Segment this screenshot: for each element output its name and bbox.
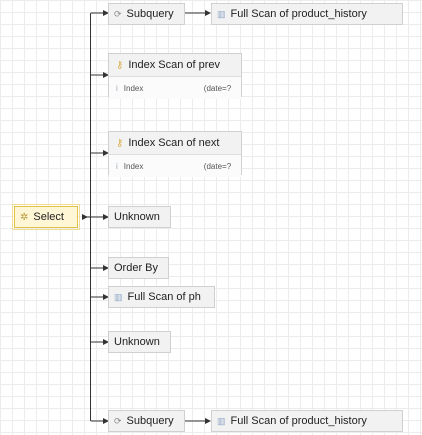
order-by-node[interactable]: Order By [108,257,169,279]
arrowhead [103,214,109,220]
subquery-node-bottom[interactable]: ⟳ Subquery [108,410,185,432]
index-scan-prev-row: i Index (date=? [109,77,241,99]
order-by-node-label: Order By [114,262,159,274]
table-icon: ▥ [217,415,226,426]
unknown-node-2-label: Unknown [114,336,160,348]
full-scan-node-bottom-label: Full Scan of product_history [230,415,367,427]
full-scan-node-top[interactable]: ▥ Full Scan of product_history [211,3,403,25]
full-scan-node-top-label: Full Scan of product_history [230,8,367,20]
index-scan-next-row-value: (date=? [203,161,232,171]
connector-trunk [90,419,103,422]
index-scan-prev-title: Index Scan of prev [128,59,221,71]
unknown-node-1[interactable]: Unknown [108,206,171,228]
index-scan-prev-card[interactable]: ⚷ Index Scan of prev i Index (date=? [108,53,242,99]
key-icon: ⚷ [116,137,124,149]
unknown-node-2[interactable]: Unknown [108,331,171,353]
subquery-icon: ⟳ [114,8,122,19]
arrowhead [103,265,109,271]
full-scan-ph-node[interactable]: ▥ Full Scan of ph [108,286,215,308]
index-scan-prev-row-key: Index [123,83,144,93]
arrowhead [103,10,109,16]
index-scan-next-row-key: Index [123,161,144,171]
index-scan-next-row: i Index (date=? [109,155,241,177]
subquery-node-top[interactable]: ⟳ Subquery [108,3,185,25]
index-scan-next-header: ⚷ Index Scan of next [109,132,241,155]
table-icon: ▥ [217,8,226,19]
arrowhead [82,214,88,220]
unknown-node-1-label: Unknown [114,211,160,223]
arrowhead [205,10,211,16]
arrowhead [205,418,211,424]
select-node-label: Select [33,211,64,223]
select-node[interactable]: ✲ Select [12,204,80,230]
subquery-node-top-label: Subquery [126,8,174,20]
arrowhead [103,294,109,300]
full-scan-node-bottom[interactable]: ▥ Full Scan of product_history [211,410,403,432]
connector-trunk [90,12,103,15]
info-icon: i [116,83,118,93]
arrowhead [103,72,109,78]
index-scan-prev-row-value: (date=? [203,83,232,93]
subquery-icon: ⟳ [114,415,122,426]
table-icon: ▥ [114,291,123,302]
arrowhead [103,418,109,424]
info-icon: i [116,161,118,171]
full-scan-ph-node-label: Full Scan of ph [127,291,201,303]
index-scan-prev-header: ⚷ Index Scan of prev [109,54,241,77]
arrowhead [103,150,109,156]
index-scan-next-card[interactable]: ⚷ Index Scan of next i Index (date=? [108,131,242,177]
subquery-node-bottom-label: Subquery [126,415,174,427]
key-icon: ⚷ [116,59,124,71]
gear-icon: ✲ [20,211,29,223]
arrowhead [103,339,109,345]
index-scan-next-title: Index Scan of next [128,137,220,149]
